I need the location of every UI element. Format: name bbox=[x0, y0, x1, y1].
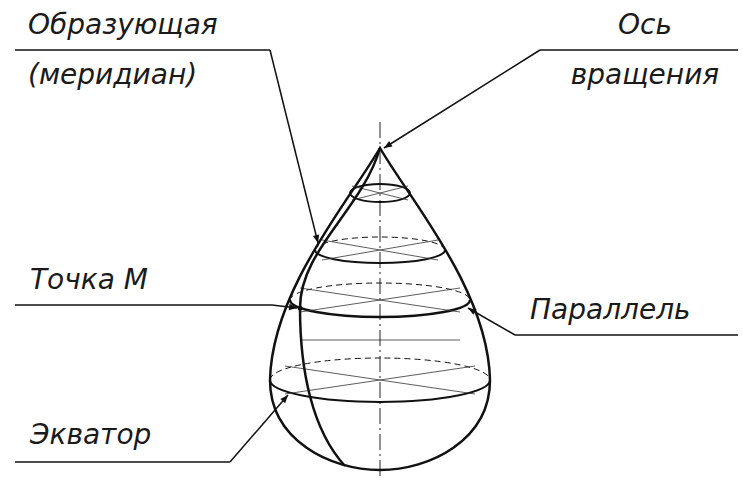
generatrix-label: Образующая (меридиан) bbox=[28, 0, 243, 100]
point-label: Точка М bbox=[30, 255, 148, 305]
leader-lines bbox=[15, 50, 738, 462]
parallel-label: Параллель bbox=[530, 285, 691, 335]
axis-label: Ось вращения bbox=[560, 0, 730, 100]
point-m bbox=[298, 306, 303, 311]
construction-lines bbox=[285, 186, 475, 394]
parallel-circles bbox=[270, 184, 490, 402]
equator-label: Экватор bbox=[30, 410, 151, 460]
surface-outline bbox=[270, 148, 490, 470]
meridian-curve bbox=[300, 148, 380, 466]
